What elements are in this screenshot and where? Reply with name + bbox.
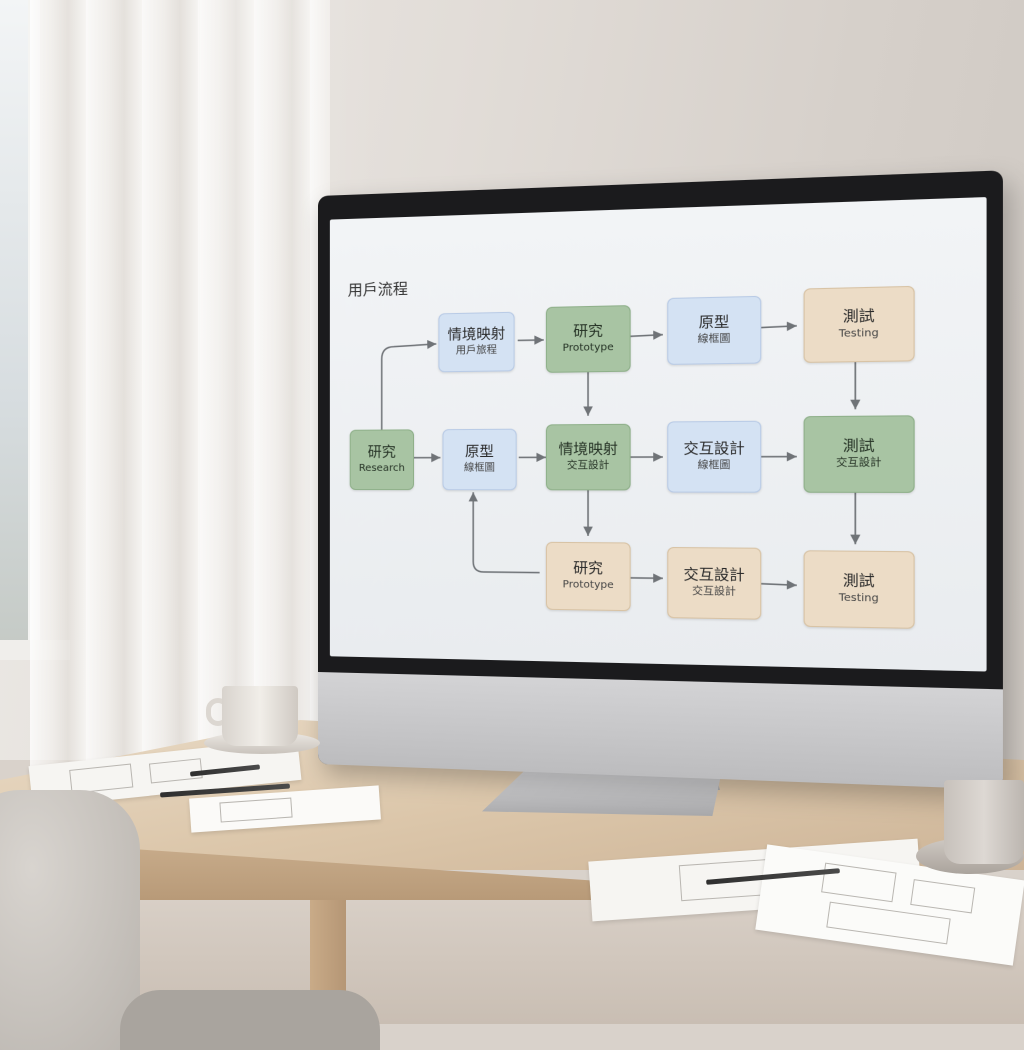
arrow [761, 584, 797, 586]
flow-node: 測試 交互設計 [804, 415, 915, 493]
node-title: 研究 [573, 560, 603, 579]
node-subtitle: Prototype [563, 341, 614, 356]
flow-node: 研究 Prototype [546, 542, 631, 611]
node-title: 情境映射 [558, 440, 617, 459]
office-scene: 用戶流程 [0, 0, 1024, 1024]
coffee-cup [944, 780, 1024, 864]
node-subtitle: Prototype [563, 578, 614, 593]
chair-back [0, 790, 140, 1050]
node-title: 交互設計 [683, 566, 744, 586]
node-title: 原型 [465, 443, 494, 461]
flow-node: 交互設計 線框圖 [667, 421, 761, 493]
flow-node: 研究 Research [350, 429, 414, 490]
flow-node: 測試 Testing [804, 286, 915, 363]
flow-node: 情境映射 交互設計 [546, 424, 631, 491]
coffee-cup [222, 686, 298, 746]
node-title: 原型 [699, 313, 730, 333]
flow-node: 交互設計 交互設計 [667, 547, 761, 620]
flow-node: 原型 線框圖 [442, 429, 516, 491]
monitor: 用戶流程 [318, 170, 1003, 789]
arrow [761, 326, 797, 328]
node-title: 測試 [843, 437, 875, 456]
node-title: 情境映射 [448, 325, 506, 344]
node-subtitle: 交互設計 [692, 585, 736, 600]
arrow [473, 492, 539, 572]
node-subtitle: 線框圖 [698, 332, 731, 347]
node-subtitle: Testing [839, 591, 879, 607]
node-subtitle: 交互設計 [836, 456, 881, 471]
monitor-screen: 用戶流程 [330, 197, 987, 671]
flow-node: 情境映射 用戶旅程 [438, 312, 514, 373]
flow-node: 研究 Prototype [546, 305, 631, 373]
node-title: 研究 [368, 444, 396, 462]
arrow [382, 344, 437, 430]
node-title: 測試 [843, 572, 875, 592]
node-subtitle: 交互設計 [567, 459, 609, 474]
node-title: 交互設計 [683, 440, 744, 459]
wireframe-sketch [910, 879, 975, 913]
flow-node: 原型 線框圖 [667, 296, 761, 365]
wireframe-sketch [219, 798, 292, 823]
node-subtitle: 用戶旅程 [456, 344, 497, 359]
node-subtitle: Testing [839, 326, 879, 342]
arrow [631, 335, 663, 337]
chair-seat [120, 990, 380, 1050]
node-title: 研究 [573, 322, 603, 341]
node-subtitle: 線框圖 [698, 459, 731, 474]
node-subtitle: Research [359, 462, 405, 476]
flow-node: 測試 Testing [804, 550, 915, 629]
node-subtitle: 線框圖 [464, 462, 495, 476]
node-title: 測試 [843, 307, 875, 327]
